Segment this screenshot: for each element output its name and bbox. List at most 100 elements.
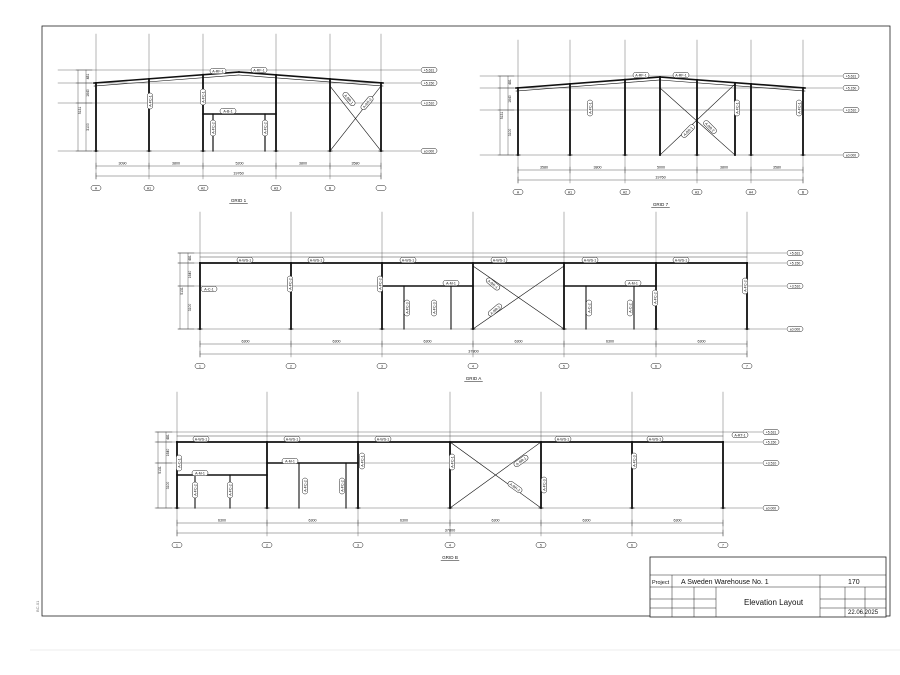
level-tag-box	[762, 505, 780, 511]
member-tag-box	[431, 299, 437, 317]
member-tag-text: A-FC-2	[654, 292, 658, 304]
grid-bubble	[626, 542, 638, 548]
drawing-date: 22.06.2025	[848, 610, 879, 616]
level-tag-box	[842, 73, 860, 79]
level-tag: +5.150	[790, 261, 801, 265]
dim-text: 481	[188, 255, 192, 261]
member-tag-box	[339, 477, 345, 495]
grid-bubble-label: 2	[290, 364, 292, 368]
member-tag-box	[672, 72, 690, 78]
grid-bubble-label: 3	[381, 364, 383, 368]
member-tag-text: A-FC-1	[451, 456, 455, 468]
level-tag-box	[420, 148, 438, 154]
member-tag-box	[507, 480, 523, 494]
level-tag: +5.150	[424, 81, 435, 85]
member-tag-text: A-M-1	[628, 282, 638, 286]
member-tag-box	[796, 99, 802, 117]
member-tag-text: A-M-1	[446, 282, 456, 286]
dim-text: 3800	[720, 166, 728, 170]
level-tag: ±0.000	[766, 506, 776, 510]
member-tag-box	[404, 299, 410, 317]
grid-bubble-label: 7	[722, 543, 724, 547]
dim-text: 6300	[606, 340, 614, 344]
dim-text: 1640	[166, 449, 170, 457]
member-tag-text: A-FC-2	[304, 480, 308, 492]
member-tag-box	[219, 108, 237, 114]
member-tag: A-FC-2	[377, 275, 383, 293]
elevation-grid-b: +5.631+5.150+3.510±0.0004811640310051316…	[154, 391, 780, 561]
member-tag: A-BR-2	[507, 480, 523, 494]
level-tag: +5.150	[846, 86, 857, 90]
elevation-title: GRID B	[442, 555, 458, 560]
grid-bubble	[564, 189, 576, 195]
level-tag-box	[842, 107, 860, 113]
level-tag: ±0.000	[424, 149, 434, 153]
member-tag-box	[541, 476, 547, 494]
dim-text: 481	[166, 434, 170, 440]
member-tag: A-BR-2	[703, 120, 717, 134]
member-tag: A-RF-1	[250, 67, 268, 73]
member-tag-text: A-B-1	[223, 110, 232, 114]
grid-bubble-label: A	[95, 186, 98, 190]
member-tag-text: A-BR-2	[490, 305, 502, 316]
member-tag: A-B-1	[219, 108, 237, 114]
member-tag-box	[227, 481, 233, 499]
grid-bubble	[535, 542, 547, 548]
dim-text: 6300	[583, 519, 591, 523]
level-tag-box	[842, 85, 860, 91]
member-tag-box	[283, 436, 301, 442]
grid-bubble-label: A2	[201, 186, 205, 190]
dim-text: 6300	[333, 340, 341, 344]
brace	[659, 83, 736, 156]
level-tag: +5.631	[846, 74, 857, 78]
member-tag: A-WS-1	[283, 436, 301, 442]
member-tag-text: A-FC-3	[633, 455, 637, 467]
member-tag-text: A-WS-1	[584, 259, 597, 263]
member-tag-text: A-FC-1	[202, 91, 206, 103]
member-tag-box	[581, 257, 599, 263]
member-tag-text: A-BR-2	[509, 482, 521, 492]
level-tag: +3.510	[424, 101, 435, 105]
member-tag: A-C-2	[627, 299, 633, 317]
elevation-grid-a: +5.631+5.150+3.510±0.0004811640310051316…	[177, 211, 804, 382]
rafter	[659, 76, 806, 89]
member-tag-text: A-WS-1	[649, 438, 662, 442]
dim-text: 3100	[166, 482, 170, 490]
member-tag: A-C-1	[200, 286, 218, 292]
brace	[449, 441, 542, 509]
level-tag-box	[842, 152, 860, 158]
dim-text: 6300	[309, 519, 317, 523]
member-tag-text: A-FC-2	[289, 278, 293, 290]
member-tag: A-FC-2	[742, 277, 748, 295]
member-tag: A-FC-2	[302, 477, 308, 495]
rafter-inner	[659, 79, 806, 92]
member-tag-text: A-BR-2	[362, 98, 373, 110]
dim-text: 3100	[86, 123, 90, 131]
dim-text: 6300	[218, 519, 226, 523]
level-tag-box	[762, 460, 780, 466]
dim-text: 481	[86, 74, 90, 80]
grid-bubble	[261, 542, 273, 548]
member-tag: A-M-1	[191, 470, 209, 476]
dim-text: 5131	[500, 112, 504, 120]
level-tag: +5.631	[766, 430, 777, 434]
dim-total: 37800	[468, 350, 479, 354]
rafter-inner	[515, 79, 661, 92]
member-tag: A-WS-1	[192, 436, 210, 442]
member-tag-box	[513, 454, 529, 468]
member-tag-text: A-M-1	[195, 472, 205, 476]
member-tag: A-WS-1	[490, 257, 508, 263]
member-tag-box	[192, 481, 198, 499]
member-tag: A-FC-1	[359, 452, 365, 470]
dim-text: 5000	[657, 166, 665, 170]
member-tag: A-WS-1	[554, 436, 572, 442]
member-tag-text: A-WS-1	[557, 438, 570, 442]
dim-total: 19760	[233, 172, 244, 176]
member-tag: A-M-1	[624, 280, 642, 286]
member-tag-text: A-WS-1	[377, 438, 390, 442]
member-tag-box	[200, 286, 218, 292]
level-tag: +5.150	[766, 440, 777, 444]
member-tag-text: A-C-1	[204, 288, 213, 292]
level-tag-box	[786, 326, 804, 332]
dim-text: 3580	[773, 166, 781, 170]
